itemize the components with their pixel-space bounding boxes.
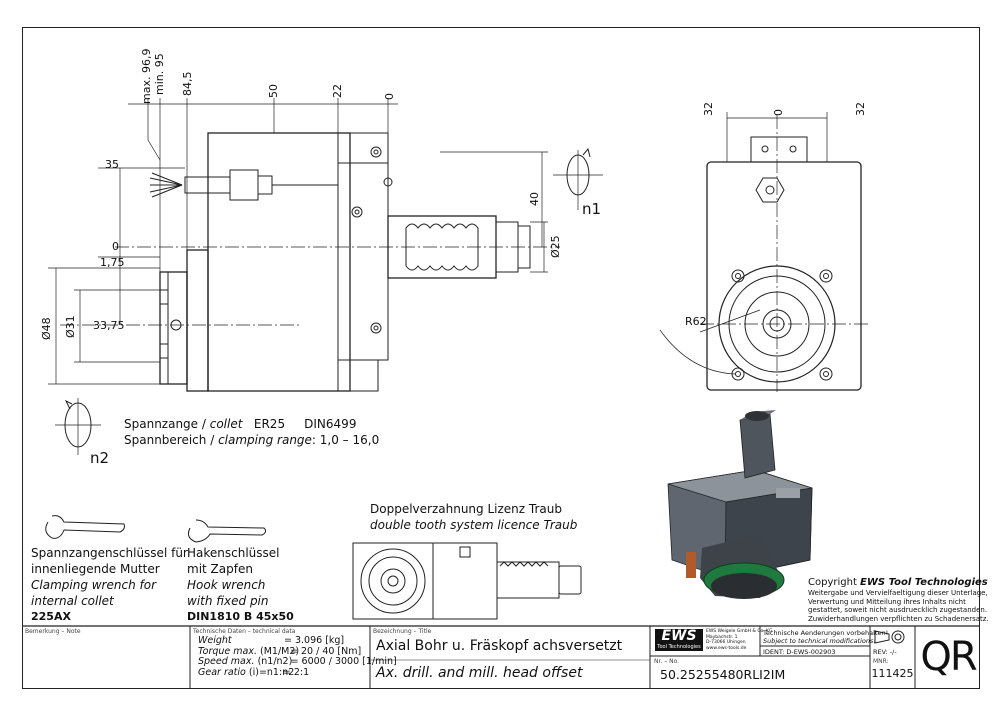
- speed-label: Speed max.: [198, 656, 255, 667]
- mnr-number: 111425: [871, 667, 914, 680]
- speed-sub: (n1/n2): [257, 656, 293, 667]
- collet-label-de: Spannzange /: [124, 417, 210, 431]
- ratio-value: = 2:1: [282, 666, 310, 678]
- clamping-range-value: : 1,0 – 16,0: [311, 433, 380, 447]
- copyright-brand: EWS Tool Technologies: [860, 577, 988, 588]
- modification-note: Technische Aenderungen vorbehalten! Subj…: [763, 629, 888, 645]
- title-label: Bezeichnung – Title: [373, 628, 432, 635]
- part-number: 50.25255480RLI2IM: [660, 667, 786, 682]
- collet-spec: ER25 DIN6499: [253, 417, 357, 431]
- copyright-line4: Zuwiderhandlungen verpflichten zu Schade…: [808, 614, 989, 623]
- wrench1-line3: Clamping wrench for: [31, 578, 156, 592]
- wrench1-line1: Spannzangenschlüssel für: [31, 546, 188, 560]
- change-de: Technische Aenderungen vorbehalten!: [763, 629, 889, 637]
- weight-label: Weight: [198, 635, 232, 646]
- wrench1-part: 225AX: [31, 610, 71, 623]
- wrench2-line1: Hakenschlüssel: [187, 546, 280, 560]
- wrench-hook-note: Hakenschlüssel mit Zapfen Hook wrench wi…: [187, 545, 294, 625]
- nr-label: Nr. – No.: [654, 658, 680, 665]
- dim-0-left: 0: [112, 240, 119, 253]
- change-en: Subject to technical modifications!: [763, 637, 876, 645]
- remark-label: Bemerkung – Note: [25, 628, 81, 635]
- revision-mark-qr: QR: [920, 634, 977, 680]
- torque-sub: (M1/M2): [260, 645, 300, 657]
- wrench2-line2: mit Zapfen: [187, 562, 253, 576]
- dim-35: 35: [105, 158, 119, 171]
- copyright-line1: Weitergabe und Vervielfaeltigung dieser …: [808, 589, 988, 597]
- dim-max: max. 96,9: [140, 48, 153, 104]
- dim-22: 22: [331, 84, 344, 98]
- copyright-line2: Verwertung und Mitteilung ihres Inhalts …: [808, 597, 966, 606]
- dim-min: min. 95: [153, 53, 166, 95]
- double-tooth-note: Doppelverzahnung Lizenz Traub double too…: [370, 501, 577, 533]
- dim-0-top: 0: [383, 93, 396, 100]
- clamping-range-label-de: Spannbereich /: [124, 433, 219, 447]
- ident: IDENT: D-EWS-002903: [763, 648, 836, 656]
- torque-value: = 20 / 40 [Nm]: [290, 645, 362, 657]
- dim-dia48: Ø48: [40, 317, 53, 340]
- double-tooth-de: Doppelverzahnung Lizenz Traub: [370, 502, 562, 516]
- rev: REV: -/-: [873, 648, 897, 656]
- isometric-render: [667, 410, 813, 599]
- copyright-note: Copyright EWS Tool Technologies Weiterga…: [808, 577, 989, 623]
- ratio-sub: (i)=n1:n2: [248, 666, 295, 678]
- company-address: EWS Weigele GmbH & Co. KG Maybachstr. 1 …: [706, 629, 772, 651]
- dim-r62: R62: [685, 315, 707, 328]
- mnr-label: MNR:: [873, 658, 889, 665]
- wrench2-line4: with fixed pin: [187, 594, 269, 608]
- copyright-prefix: Copyright: [808, 577, 861, 588]
- logo-sub: Tool Technologies: [657, 644, 701, 650]
- wrench2-line3: Hook wrench: [187, 578, 266, 592]
- weight-value: = 3.096 [kg]: [284, 635, 345, 646]
- tech-data-label: Technische Daten – technical data: [193, 628, 296, 635]
- tech-data-table: Weight= 3.096 [kg] Torque max. (M1/M2)= …: [198, 635, 397, 678]
- dim-84-5: 84,5: [181, 71, 194, 97]
- double-tooth-en: double tooth system licence Traub: [370, 518, 578, 532]
- collet-note: Spannzange / collet ER25 DIN6499 Spannbe…: [124, 416, 379, 448]
- dim-1-75: 1,75: [100, 256, 125, 269]
- company-line2: Maybachstr. 1: [706, 634, 738, 640]
- label-n1: n1: [582, 200, 602, 218]
- dim-side-32-right: 32: [854, 102, 867, 116]
- drawing-sheet: [22, 27, 980, 689]
- dim-33-75: 33,75: [93, 319, 125, 332]
- ews-logo: EWS Tool Technologies: [655, 629, 703, 651]
- logo-text: EWS: [661, 628, 697, 644]
- company-line1: EWS Weigele GmbH & Co. KG: [706, 629, 773, 634]
- ratio-label: Gear ratio: [198, 666, 246, 678]
- wrench1-line4: internal collet: [31, 594, 114, 608]
- torque-label: Torque max.: [198, 645, 257, 657]
- speed-value: = 6000 / 3000 [1/min]: [290, 656, 397, 667]
- dim-50: 50: [267, 84, 280, 98]
- clamping-range-label-en: clamping range: [218, 433, 312, 447]
- label-n2: n2: [90, 449, 110, 467]
- company-line3: D-73066 Uhingen: [706, 640, 746, 645]
- wrench2-part: DIN1810 B 45x50: [187, 610, 294, 623]
- title-de: Axial Bohr u. Fräskopf achsversetzt: [376, 638, 623, 654]
- dim-dia25: Ø25: [549, 235, 562, 258]
- wrench1-line2: innenliegende Mutter: [31, 562, 160, 576]
- company-line4: www.ews-tools.de: [706, 645, 747, 651]
- dim-side-32-left: 32: [702, 102, 715, 116]
- dim-side-0: 0: [772, 109, 785, 116]
- wrench-clamping-note: Spannzangenschlüssel für innenliegende M…: [31, 545, 188, 625]
- copyright-line3: gestattet, soweit nicht ausdruecklich zu…: [808, 606, 988, 614]
- title-en: Ax. drill. and mill. head offset: [376, 665, 583, 681]
- dim-40: 40: [528, 192, 541, 206]
- collet-label-en: collet: [209, 417, 243, 431]
- dim-dia31: Ø31: [64, 315, 77, 338]
